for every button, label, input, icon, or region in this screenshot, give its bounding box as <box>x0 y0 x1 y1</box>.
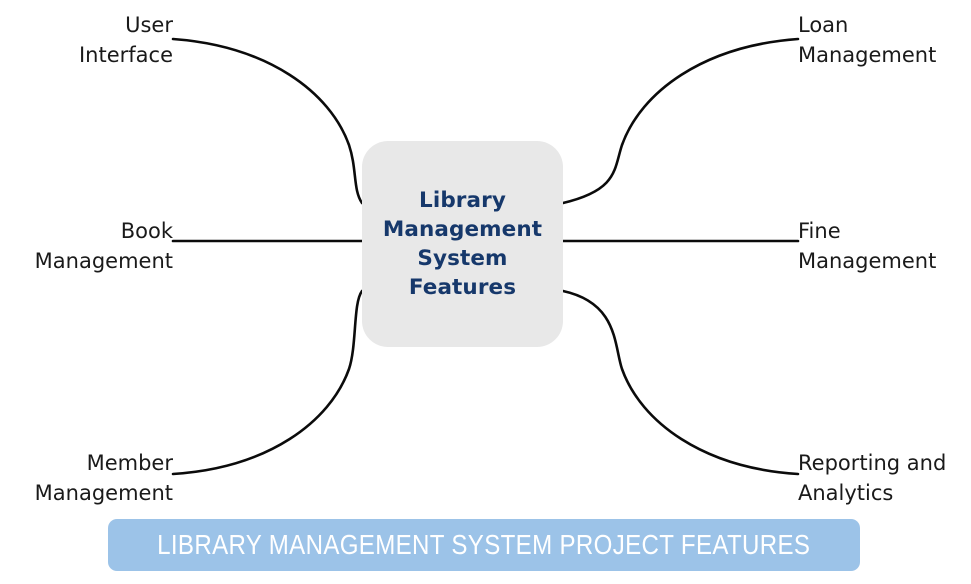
title-banner: LIBRARY MANAGEMENT SYSTEM PROJECT FEATUR… <box>108 519 860 571</box>
branch-path-loan-management <box>561 37 800 205</box>
leaf-label-book-management[interactable]: Book Management <box>34 219 173 273</box>
branch-path-user-interface <box>171 37 364 205</box>
leaf-label-reporting-analytics[interactable]: Reporting and Analytics <box>798 451 947 505</box>
leaf-label-user-interface[interactable]: User Interface <box>78 13 173 67</box>
leaf-label-fine-management[interactable]: Fine Management <box>798 219 937 273</box>
leaf-label-member-management[interactable]: Member Management <box>34 451 173 505</box>
center-node[interactable]: Library Management System Features <box>362 141 563 347</box>
branch-path-reporting-analytics <box>561 289 800 476</box>
title-banner-text: LIBRARY MANAGEMENT SYSTEM PROJECT FEATUR… <box>157 529 811 560</box>
branch-path-member-management <box>171 289 364 476</box>
leaf-label-loan-management[interactable]: Loan Management <box>798 13 937 67</box>
center-node-label: Library Management System Features <box>382 188 543 300</box>
